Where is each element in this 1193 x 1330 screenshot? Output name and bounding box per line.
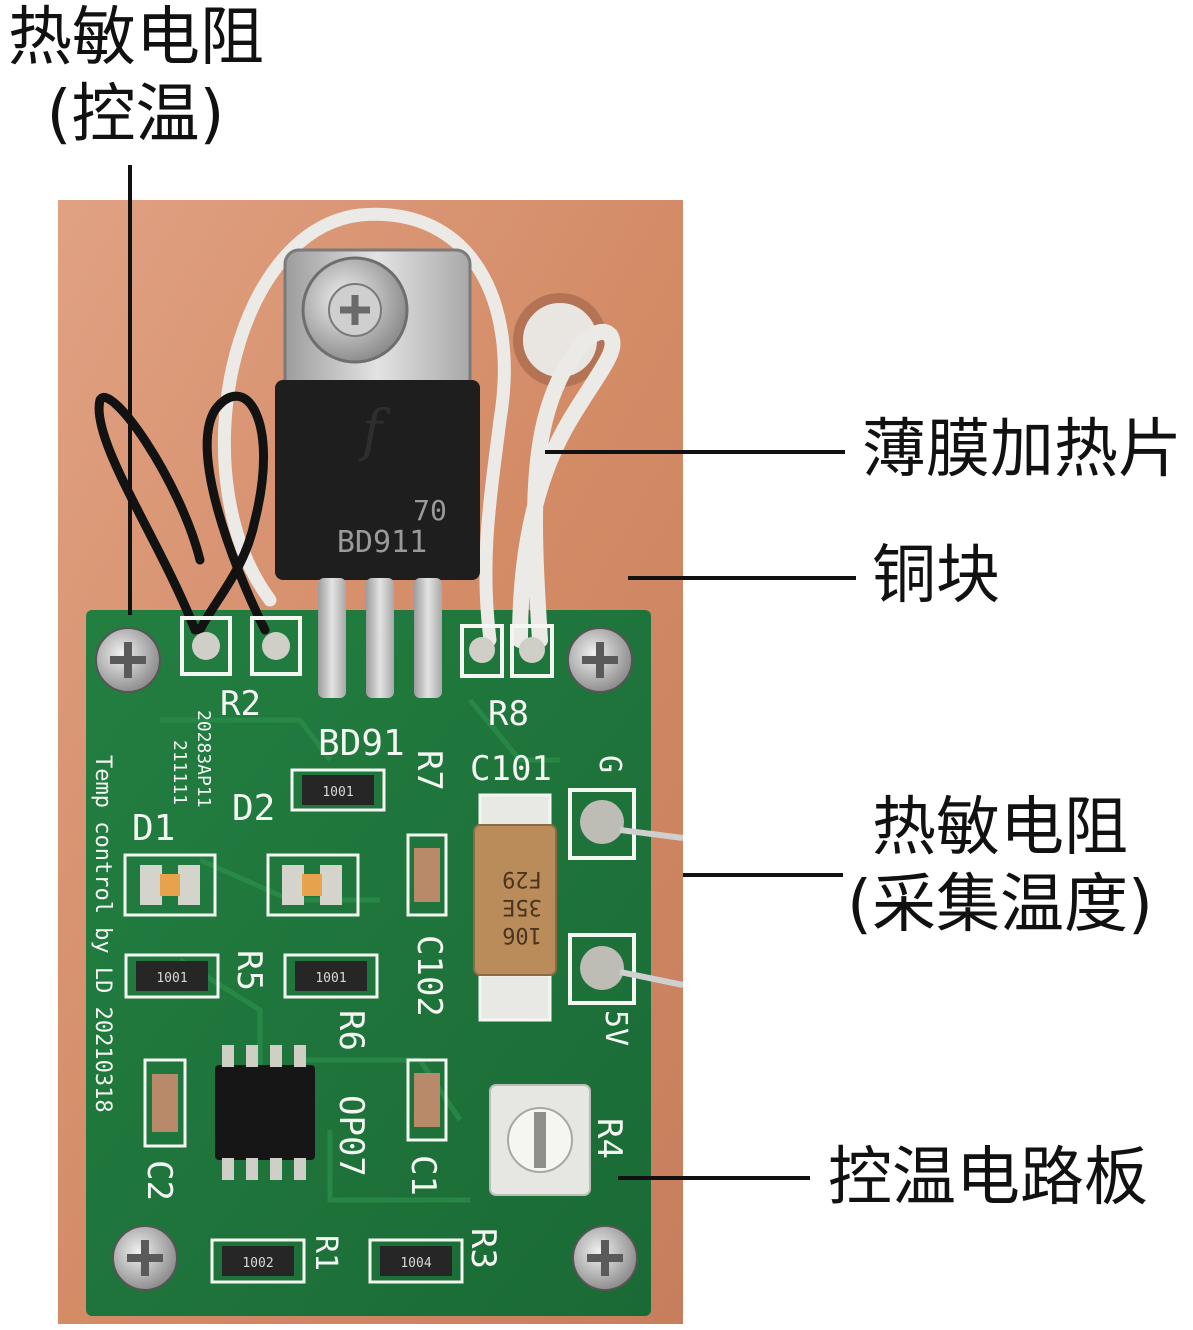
- screw-top-right: [567, 627, 633, 693]
- resistor-r5-code: 1001: [156, 971, 187, 986]
- resistor-r1-code: 1002: [242, 1256, 273, 1271]
- resistor-r6: 1001: [283, 953, 379, 999]
- film-heater-wires: [217, 207, 621, 648]
- silk-r2: R2: [220, 684, 261, 724]
- silk-c101: C101: [470, 749, 552, 789]
- capacitor-c101: 106 35E F29: [473, 793, 557, 1022]
- led-d1: [123, 853, 217, 917]
- resistor-r3: 1004: [368, 1238, 464, 1284]
- label-thermistor-sense-line2: (采集温度): [847, 867, 1153, 942]
- transistor-bd911: f 70 BD911: [275, 248, 480, 698]
- thermistor-control-wires: [94, 391, 270, 635]
- leader-copper-block: [628, 576, 856, 580]
- capacitor-c1: [406, 1058, 448, 1142]
- silk-op07: OP07: [331, 1095, 371, 1177]
- r2-pads: [180, 616, 302, 676]
- capacitor-text-2: 35E: [502, 894, 542, 919]
- silk-c2: C2: [139, 1160, 179, 1201]
- silk-d2: D2: [232, 788, 275, 829]
- silk-c1: C1: [403, 1155, 443, 1196]
- silk-bd91: BD91: [318, 723, 405, 764]
- label-thermistor-control: 热敏电阻 (控温): [8, 0, 264, 154]
- resistor-top: 1001: [290, 768, 386, 812]
- silk-r6: R6: [331, 1010, 371, 1051]
- capacitor-c2: [143, 1058, 187, 1148]
- thermistor-sense-pads: [568, 788, 684, 1005]
- silk-r7: R7: [409, 750, 449, 791]
- potentiometer-r4: [489, 1084, 591, 1196]
- capacitor-text-3: F29: [502, 866, 542, 891]
- led-d2: [266, 853, 360, 917]
- silk-r5: R5: [229, 950, 269, 991]
- silk-r8: R8: [488, 694, 529, 734]
- silk-lot: 211111: [169, 740, 190, 805]
- label-thermistor-control-line2: (控温): [46, 77, 225, 152]
- label-thermistor-sense-line1: 热敏电阻: [872, 791, 1128, 865]
- screw-bottom-left: [112, 1225, 178, 1291]
- label-control-board: 控温电路板: [828, 1141, 1148, 1215]
- leader-thermistor-sense: [683, 873, 843, 877]
- transistor-part-text: BD911: [337, 525, 427, 560]
- leader-thermistor-control: [128, 165, 132, 615]
- capacitor-text-1: 106: [502, 922, 542, 947]
- screw-bottom-right: [572, 1225, 638, 1291]
- silk-d1: D1: [132, 808, 175, 849]
- silk-date-code: 20283AP11: [193, 710, 214, 808]
- resistor-r1: 1002: [210, 1238, 306, 1284]
- resistor-r5: 1001: [124, 953, 220, 999]
- silk-r4: R4: [589, 1118, 629, 1159]
- leader-control-board: [618, 1176, 810, 1180]
- op07-chip: [215, 1045, 315, 1180]
- silk-r3: R3: [463, 1228, 503, 1269]
- resistor-r7: [406, 833, 448, 917]
- r8-pads: [460, 624, 554, 678]
- silk-g: G: [592, 755, 627, 773]
- label-thermistor-sense: 热敏电阻 (采集温度): [840, 790, 1160, 944]
- resistor-r3-code: 1004: [400, 1256, 431, 1271]
- screw-top-left: [95, 627, 161, 693]
- resistor-r6-code: 1001: [315, 971, 346, 986]
- silk-r1: R1: [308, 1235, 343, 1271]
- label-copper-block: 铜块: [872, 539, 1000, 613]
- silk-credit: Temp control by LD 20210318: [90, 755, 115, 1113]
- resistor-top-code: 1001: [322, 785, 353, 800]
- label-thermistor-control-line1: 热敏电阻: [8, 1, 264, 75]
- leader-film-heater: [545, 450, 845, 454]
- transistor-code-text: 70: [413, 494, 447, 527]
- silk-5v: 5V: [598, 1010, 633, 1046]
- label-film-heater: 薄膜加热片: [862, 413, 1182, 487]
- silk-c102: C102: [409, 935, 449, 1017]
